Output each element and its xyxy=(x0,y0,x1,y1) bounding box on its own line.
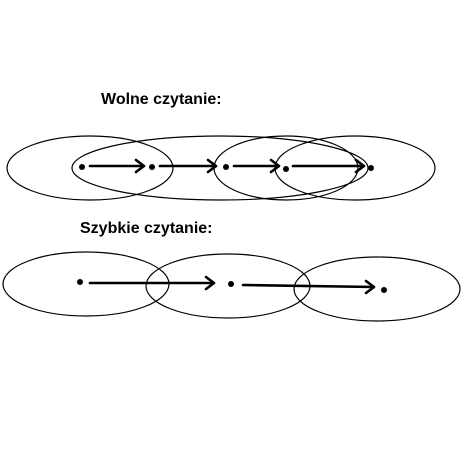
fast-reading-fixation-points xyxy=(77,279,387,293)
fixation-point xyxy=(223,164,229,170)
slow-reading-section: Wolne czytanie: xyxy=(6,91,436,201)
fixation-point xyxy=(368,165,374,171)
fast-reading-section: Szybkie czytanie: xyxy=(2,220,461,322)
fixation-span xyxy=(293,256,461,322)
fixation-span xyxy=(6,135,174,201)
fixation-point xyxy=(77,279,83,285)
fixation-point xyxy=(228,281,234,287)
fast-reading-title: Szybkie czytanie: xyxy=(80,220,213,237)
fixation-span xyxy=(71,135,369,201)
fixation-point xyxy=(149,164,155,170)
saccade-arrow xyxy=(88,158,146,174)
fixation-span xyxy=(274,135,436,201)
saccade-arrow xyxy=(241,279,376,295)
fixation-point xyxy=(79,164,85,170)
saccade-arrow xyxy=(291,158,366,174)
saccade-arrow xyxy=(158,158,218,174)
fixation-point xyxy=(381,287,387,293)
saccade-arrow xyxy=(232,158,281,174)
slow-reading-saccades xyxy=(88,158,366,174)
slow-reading-fixation-points xyxy=(79,164,374,172)
slow-reading-title: Wolne czytanie: xyxy=(101,91,222,108)
fast-reading-saccades xyxy=(88,275,376,295)
fixation-point xyxy=(283,166,289,172)
saccade-arrow xyxy=(88,275,216,291)
